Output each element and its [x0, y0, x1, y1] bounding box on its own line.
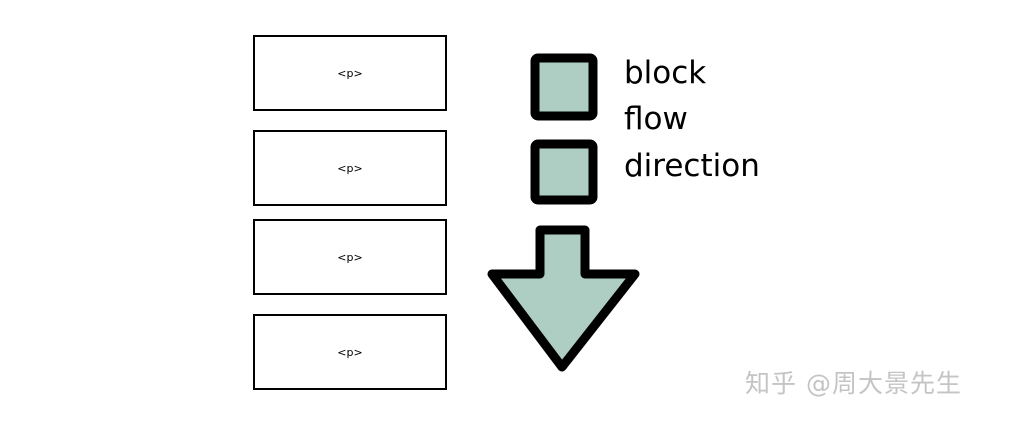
watermark: 知乎 @周大景先生	[745, 369, 962, 398]
flow-label-block: block	[624, 55, 707, 91]
paragraph-box: <p>	[253, 130, 447, 206]
legend-square-icon	[530, 139, 598, 205]
paragraph-box-label: <p>	[337, 161, 363, 175]
paragraph-box: <p>	[253, 219, 447, 295]
legend-square-icon	[530, 53, 598, 121]
paragraph-box: <p>	[253, 314, 447, 390]
paragraph-box-label: <p>	[337, 66, 363, 80]
paragraph-box-label: <p>	[337, 250, 363, 264]
flow-label-direction: direction	[624, 148, 760, 184]
down-arrow-icon	[487, 225, 640, 372]
paragraph-box-label: <p>	[337, 345, 363, 359]
flow-label-flow: flow	[624, 101, 688, 137]
paragraph-box: <p>	[253, 35, 447, 111]
